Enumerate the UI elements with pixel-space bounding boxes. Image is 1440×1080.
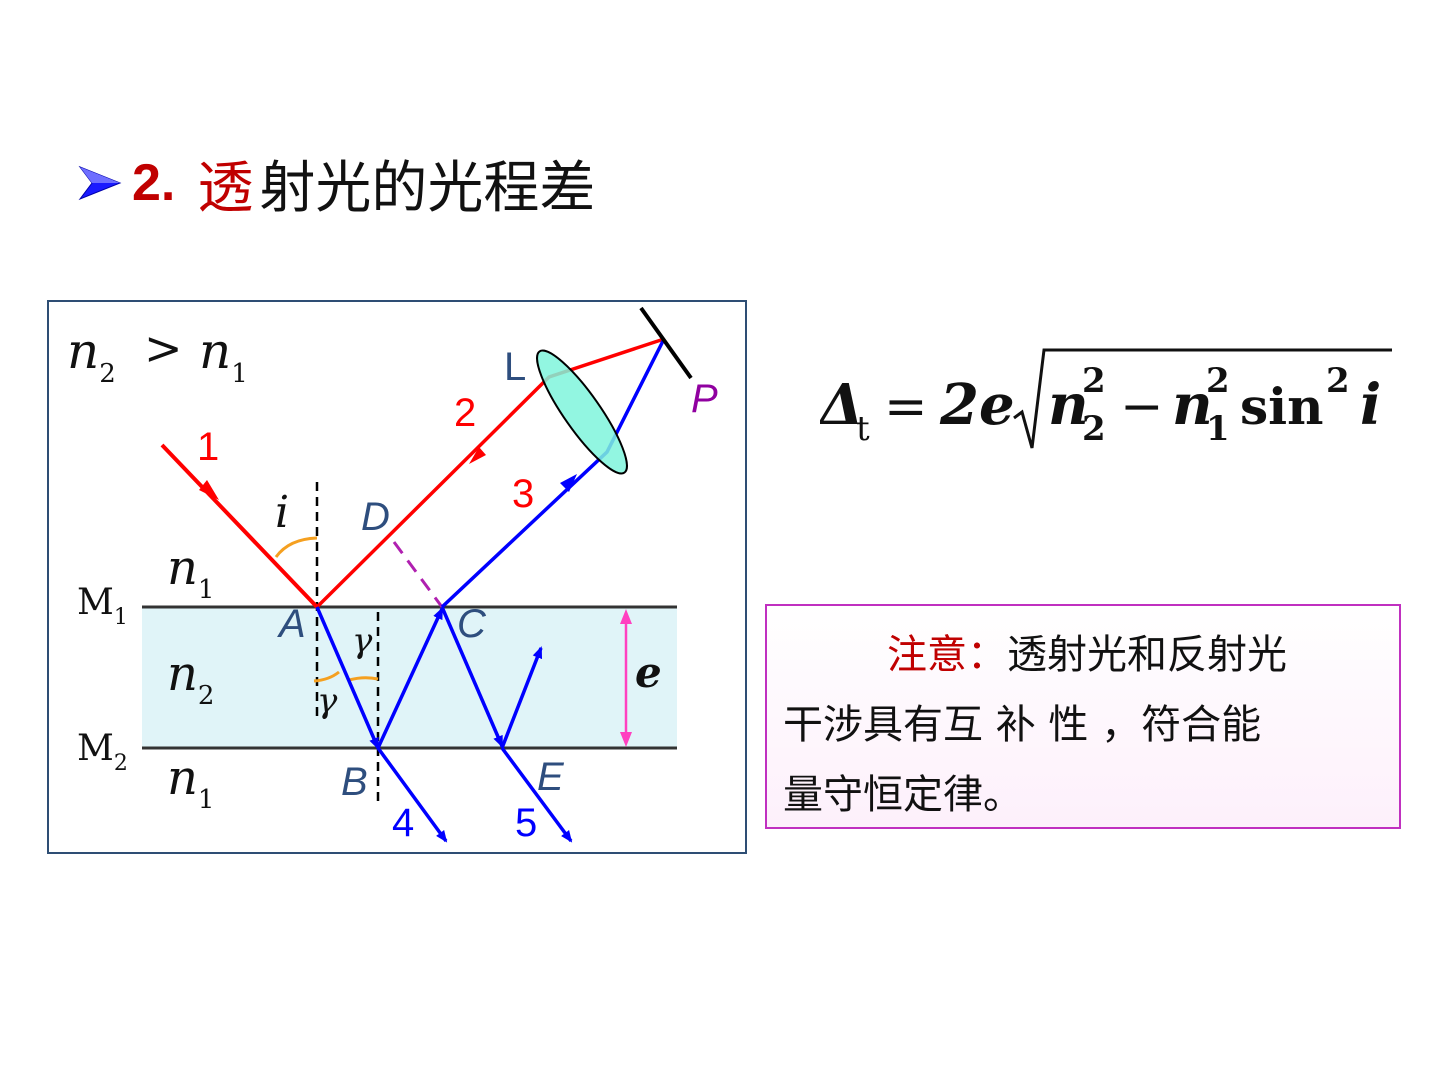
formula-equals: = <box>884 377 928 437</box>
thin-film-diagram: n2 > n1 n1 n2 n1 i γ γ e M1 M2 1 2 3 4 5… <box>47 300 747 854</box>
formula-delta-sub: t <box>856 409 870 449</box>
slide-title: 2. 透射光的光程差 <box>78 148 595 221</box>
gamma-label-1: γ <box>352 621 373 661</box>
point-L: L <box>504 345 526 389</box>
ray-2 <box>315 337 665 609</box>
formula-n2-sub: 2 <box>1082 409 1106 449</box>
formula-sin: sin <box>1240 377 1324 436</box>
surface-label-m2: M2 <box>77 728 128 776</box>
formula-coefficient: 2e <box>939 372 1015 438</box>
ray-1 <box>160 443 319 609</box>
angle-gamma-arc-2 <box>348 676 379 682</box>
formula-n1: n <box>1172 372 1213 438</box>
ray-C-to-E <box>440 606 504 748</box>
thin-film-ray-diagram: n2 > n1 n1 n2 n1 i γ γ e M1 M2 1 2 3 4 5… <box>67 306 718 845</box>
section-number: 2. <box>132 154 176 212</box>
ray-E-up <box>500 646 543 749</box>
ray-label-3: 3 <box>512 472 534 516</box>
point-P: P <box>691 377 718 421</box>
ray-label-1: 1 <box>197 425 219 469</box>
ray-4 <box>376 746 448 843</box>
point-E: E <box>537 755 565 799</box>
screen-P <box>639 306 693 380</box>
title-highlight: 透 <box>197 155 254 221</box>
point-B: B <box>341 760 368 804</box>
ray-5 <box>500 746 573 843</box>
point-C: C <box>457 602 487 646</box>
formula-n1-sub: 1 <box>1206 409 1230 449</box>
ray-B-to-C <box>376 607 444 749</box>
angle-i-label: i <box>275 487 289 538</box>
ray-A-to-B <box>315 606 380 750</box>
thickness-e-label: e <box>635 648 662 697</box>
sqrt-sign <box>1013 348 1392 449</box>
angle-gamma-arc-1 <box>313 670 340 683</box>
formula-sin-sup: 2 <box>1326 361 1350 401</box>
formula-i: i <box>1360 372 1381 438</box>
condition-n1: n1 <box>199 322 248 389</box>
ray-label-4: 4 <box>392 801 414 845</box>
medium-film-n2: n2 <box>167 646 214 711</box>
title-text: 射光的光程差 <box>259 155 596 221</box>
ray-label-5: 5 <box>515 801 537 845</box>
note-line-2: 干涉具有互 补 性 ，符合能 <box>783 702 1262 748</box>
formula-n2-sup: 2 <box>1082 361 1106 401</box>
note-box: 注意：透射光和反射光 干涉具有互 补 性 ，符合能 量守恒定律。 <box>765 604 1401 829</box>
condition-n2: n2 <box>67 322 116 389</box>
surface-label-m1: M1 <box>77 582 128 630</box>
note-line-3: 量守恒定律。 <box>783 772 1023 818</box>
medium-bottom-n1: n1 <box>167 750 214 815</box>
point-A: A <box>277 602 306 646</box>
formula-minus: − <box>1120 377 1164 437</box>
condition-op: > <box>144 321 183 375</box>
arrowhead-bullet-icon <box>78 165 122 201</box>
formula-delta: Δ <box>820 372 863 438</box>
gamma-label-2: γ <box>317 681 338 721</box>
optical-path-difference-formula: Δ t = 2e n 2 2 − n 1 2 sin 2 i <box>820 348 1392 449</box>
ray-label-2: 2 <box>454 391 476 435</box>
lens-L <box>536 349 628 475</box>
note-label: 注意： <box>887 632 1007 678</box>
medium-top-n1: n1 <box>167 540 214 605</box>
dashed-line-DC <box>392 541 444 608</box>
note-line-1: 注意：透射光和反射光 <box>783 620 1385 690</box>
point-D: D <box>361 495 390 539</box>
angle-i-arc <box>274 536 318 558</box>
formula-n2: n <box>1048 372 1089 438</box>
formula-n1-sup: 2 <box>1206 361 1230 401</box>
